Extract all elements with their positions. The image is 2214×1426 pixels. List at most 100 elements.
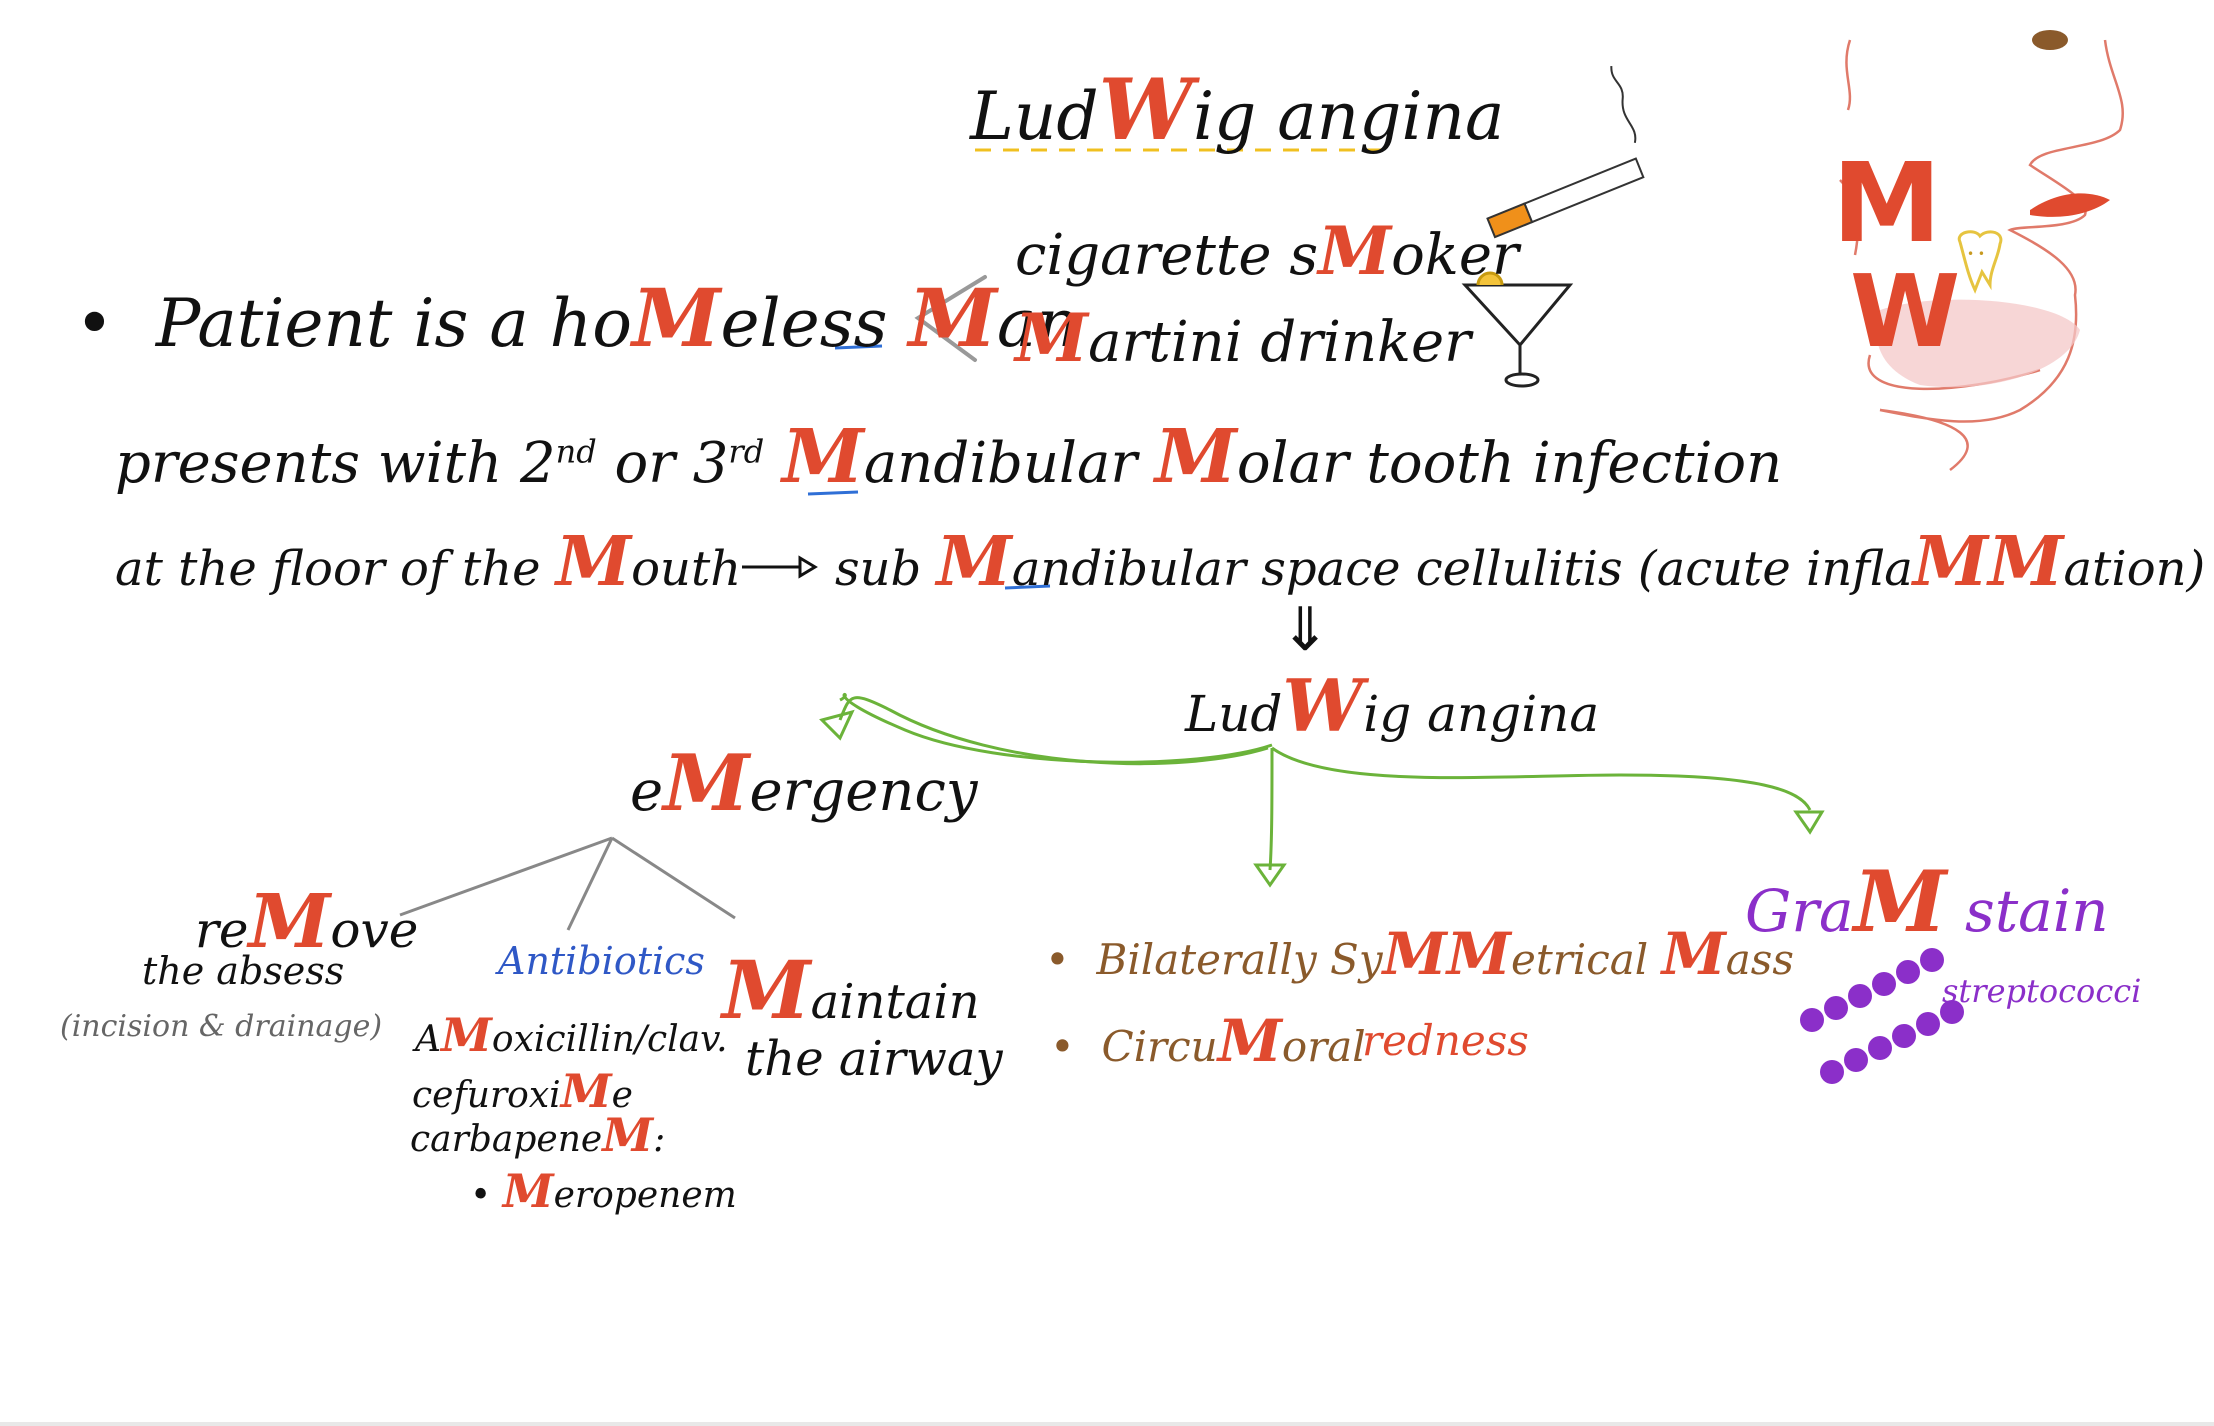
d4-bullet: •	[470, 1175, 492, 1216]
drug-amoxicillin: AMoxicillin/clav.	[415, 1012, 728, 1058]
ludwig2-w: W	[1282, 663, 1364, 748]
drug-carbapenem: carbapeneM:	[410, 1112, 665, 1158]
cigarette-icon	[1486, 65, 1645, 239]
ludwig2-post: ig angina	[1363, 685, 1600, 743]
gram-m: M	[1853, 852, 1947, 951]
split-chevron	[914, 275, 987, 362]
s1-pre: Bilaterally Sy	[1096, 935, 1383, 984]
d4-post: eropenem	[553, 1175, 737, 1216]
remove-heading: reMove	[195, 885, 418, 959]
underline-man	[834, 344, 883, 350]
arrowhead-emergency	[819, 709, 855, 741]
remove-post: ove	[330, 901, 419, 959]
down-arrow: ⇓	[1280, 595, 1331, 665]
line2-m-2: M	[1154, 414, 1237, 500]
d2-m: M	[560, 1064, 612, 1118]
line2-text-5: olar tooth infection	[1236, 431, 1783, 496]
airway-sub: the airway	[745, 1031, 1003, 1087]
maintain-heading: Maintain	[722, 950, 980, 1030]
grey-tree	[399, 836, 736, 931]
remove-pre: re	[195, 901, 249, 959]
title-highlight-w: W	[1098, 60, 1193, 159]
tooth-icon	[1957, 230, 2003, 294]
ludwig2-pre: Lud	[1185, 685, 1283, 743]
d3-pre: carbapene	[410, 1119, 603, 1160]
face-jaw-shade	[1876, 299, 2080, 388]
face-lips	[2030, 193, 2110, 217]
s1-m: M	[1661, 920, 1726, 988]
drug-meropenem: • Meropenem	[470, 1168, 737, 1214]
ludwig-angina-center: LudWig angina	[1185, 670, 1599, 742]
d4-m: M	[502, 1164, 554, 1218]
green-branches	[838, 692, 1812, 871]
line-patient: • Patient is a hoMeless Man	[75, 278, 1079, 358]
remove-sub: the absess	[142, 949, 345, 993]
streptococci-icon	[1800, 948, 1964, 1084]
title-ludwig-angina: LudWig angina	[970, 68, 1504, 152]
underline-mandibular-1	[807, 490, 859, 496]
line3-m-2: M	[936, 522, 1012, 602]
line2-m-1: M	[782, 414, 864, 500]
title-pre: Lud	[970, 78, 1099, 155]
s1-mm: MM	[1382, 920, 1511, 988]
bullet: •	[75, 285, 114, 362]
s2-pre: Circu	[1101, 1022, 1218, 1071]
title-post: ig angina	[1192, 78, 1505, 155]
smoker-post: oker	[1391, 223, 1519, 288]
emergency-m: M	[663, 738, 750, 829]
line2-text-2: or 3	[596, 431, 729, 496]
emergency-heading: eMergency	[630, 745, 977, 823]
line1-text-3: an	[997, 285, 1079, 362]
antibiotics-heading: Antibiotics	[498, 939, 705, 983]
smoker-pre: cigarette s	[1015, 223, 1319, 288]
martini-icon	[1461, 271, 1574, 388]
line3-text-2: outh	[631, 541, 742, 597]
sup-rd: rd	[728, 432, 765, 471]
sign-redness: redness	[1362, 1016, 1529, 1065]
s2-m: M	[1217, 1007, 1282, 1075]
gram-stain-heading: GraM stain	[1745, 860, 2109, 944]
d3-post: :	[653, 1119, 666, 1160]
line-presents: presents with 2nd or 3rd Mandibular Mola…	[115, 420, 1782, 494]
line1-m-2: M	[908, 271, 998, 365]
smoker-m: M	[1318, 212, 1392, 290]
remove-m: M	[248, 879, 331, 965]
line-submandibular: sub Mandibular space cellulitis (acute i…	[835, 528, 2205, 596]
sup-nd: nd	[555, 432, 597, 471]
drinker-post: artini drinker	[1088, 310, 1471, 375]
drug-cefuroxime: cefuroxiMe	[412, 1068, 633, 1114]
d1-post: oxicillin/clav.	[491, 1019, 728, 1060]
line3-m-1: M	[555, 522, 632, 602]
line1-text-1: Patient is a ho	[155, 285, 632, 362]
d2-pre: cefuroxi	[412, 1075, 561, 1116]
streptococci-label: streptococci	[1942, 972, 2142, 1010]
s1-mid: etrical	[1510, 935, 1662, 984]
bottom-border	[0, 1422, 2214, 1426]
line2-space	[764, 431, 782, 496]
line2-text-4: andibular	[863, 431, 1155, 496]
underline-mandibular-2	[1004, 584, 1051, 590]
emergency-pre: e	[630, 759, 664, 824]
line3-arrow-text: →	[750, 548, 751, 549]
line2-text-1: presents with 2	[115, 431, 556, 496]
line1-m-1: M	[631, 271, 721, 365]
face-letter-w: W	[1850, 253, 1961, 370]
d2-post: e	[611, 1075, 633, 1116]
s1-post: ass	[1725, 935, 1794, 984]
line3-text-1: at the floor of the	[115, 541, 556, 597]
d3-m: M	[602, 1108, 654, 1162]
sign-symmetrical-mass: • Bilaterally SyMMetrical Mass	[1045, 925, 1794, 983]
line3-text-3: sub	[835, 541, 937, 597]
line1-text-2: eless	[720, 285, 909, 362]
remove-note: (incision & drainage)	[60, 1009, 383, 1044]
s2-bullet: •	[1050, 1022, 1075, 1071]
sign-circumoral-redness: • CircuMoral	[1050, 1012, 1366, 1070]
maintain-post: aintain	[810, 974, 980, 1030]
risk-smoker: cigarette sMoker	[1015, 218, 1519, 284]
line3-text-4: andibular space cellulitis (acute infla	[1011, 541, 1913, 597]
small-arrow-head	[798, 555, 818, 579]
line3-mm: MM	[1912, 522, 2064, 602]
d1-m: M	[441, 1008, 492, 1062]
risk-drinker: Martini drinker	[1015, 305, 1471, 371]
